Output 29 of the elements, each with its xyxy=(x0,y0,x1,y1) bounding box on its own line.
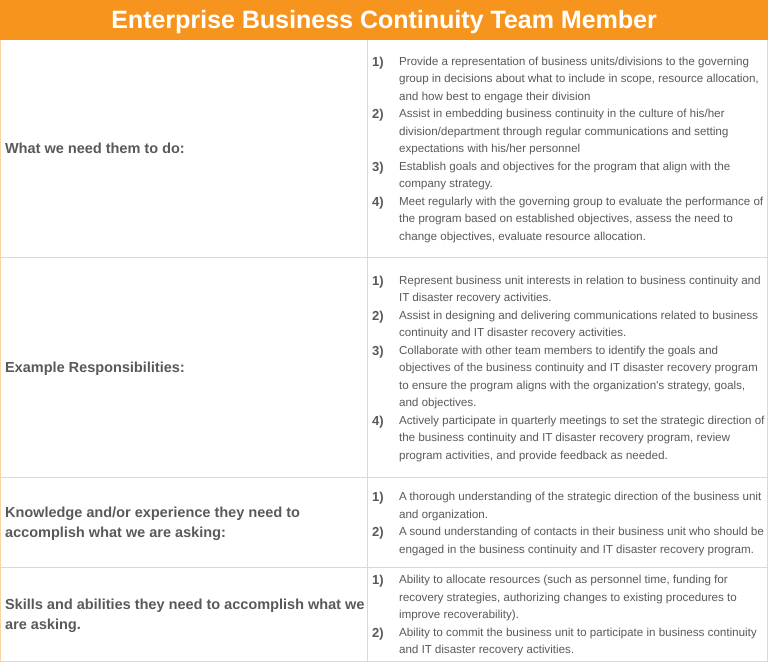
list-number: 1) xyxy=(372,488,385,506)
row-heading: Knowledge and/or experience they need to accomplish what we are asking: xyxy=(5,504,301,542)
list-item-text: Ability to allocate resources (such as personnel time, funding for recovery strategies, authorizing changes to existing procedures to improve recoverability). xyxy=(399,572,738,624)
list-item-text: Assist in embedding business continuity in the culture of his/her division/department through regular communications and setting expectations with his/her personnel xyxy=(399,106,730,158)
list-item-text: Represent business unit interests in relation to business continuity and IT disaster recovery activities. xyxy=(399,272,762,306)
list-number: 2) xyxy=(372,624,385,642)
list-number: 2) xyxy=(372,105,385,124)
row-heading: What we need them to do: xyxy=(5,140,185,158)
list-item-text: Assist in designing and delivering communications related to business continuity and IT disaster recovery activities. xyxy=(399,308,759,342)
list-number: 1) xyxy=(372,52,385,71)
title-banner: Enterprise Business Continuity Team Member xyxy=(0,0,768,40)
list-item-text: Ability to commit the business unit to participate in business continuity and IT disaster recovery activities. xyxy=(399,624,758,658)
list-number: 2) xyxy=(372,306,385,325)
list-item-text: A thorough understanding of the strategic direction of the business unit and organization. xyxy=(399,489,762,522)
list-item-text: Establish goals and objectives for the program that align with the company strategy. xyxy=(399,158,732,192)
list-item-text: Actively participate in quarterly meetings to set the strategic direction of the business continuity and IT disaster recovery program, review program activities, and provide feedback as needed. xyxy=(399,412,765,464)
list-number: 3) xyxy=(372,342,385,360)
list-item-text: Provide a representation of business units/divisions to the governing group in decisions about what to include in scope, resource allocation, and how best to engage their division xyxy=(399,54,760,105)
list-item-text: Collaborate with other team members to identify the goals and objectives of the business continuity and IT disaster recovery program to ensure the program aligns with the organization's strategy, goals, and objectives. xyxy=(399,342,759,412)
list-item-text: A sound understanding of contacts in their business unit who should be engaged in the business continuity and IT disaster recovery program. xyxy=(399,524,765,558)
list-number: 4) xyxy=(372,192,385,211)
row-heading: Example Responsibilities: xyxy=(5,358,185,378)
row-heading: Skills and abilities they need to accomplish what we are asking. xyxy=(5,596,366,634)
list-number: 1) xyxy=(372,571,385,590)
list-item-text: Meet regularly with the governing group to evaluate the performance of the program based on established objectives, assess the need to change objectives, evaluate resource allocation. xyxy=(399,194,764,245)
list-number: 4) xyxy=(372,412,385,430)
list-number: 1) xyxy=(372,272,385,290)
list-number: 3) xyxy=(372,158,385,176)
list-number: 2) xyxy=(372,523,385,541)
